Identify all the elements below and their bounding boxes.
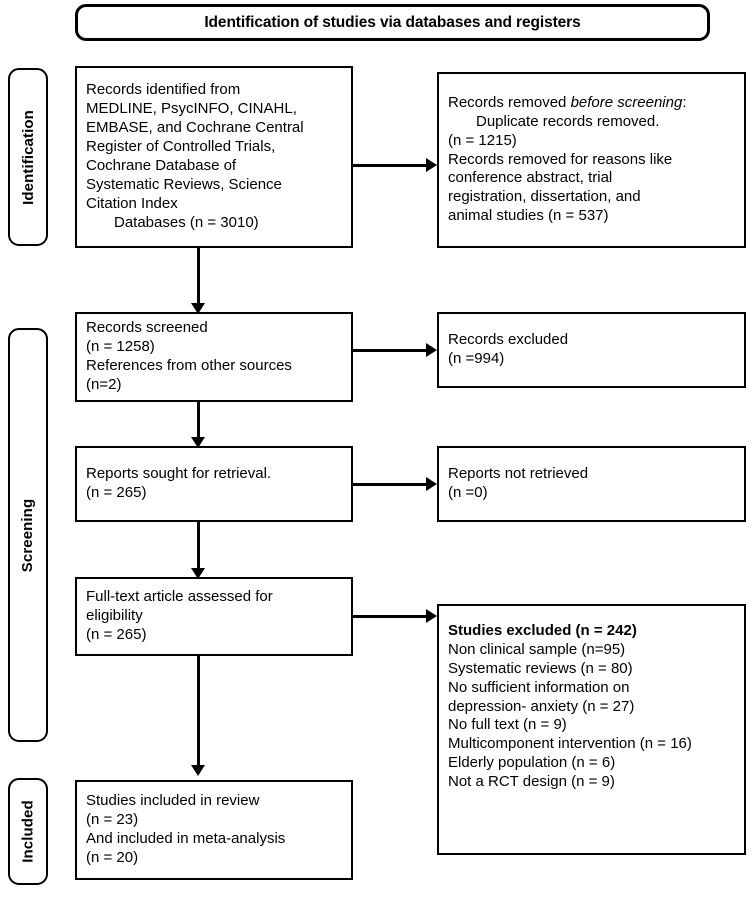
diagram-header-title: Identification of studies via databases … — [204, 13, 581, 31]
diagram-header-banner: Identification of studies via databases … — [75, 4, 710, 41]
arrowhead-sought-to-fulltext — [191, 568, 205, 579]
reports-sought-line-1: Reports sought for retrieval. — [86, 465, 272, 483]
box-reports-sought-for-retrieval: Reports sought for retrieval. (n = 265) — [75, 446, 353, 522]
connector-screened-to-excluded — [353, 349, 426, 352]
arrowhead-identified-to-screened — [191, 303, 205, 314]
arrowhead-fulltext-to-studies-excluded — [426, 609, 437, 623]
records-identified-line-6: Systematic Reviews, Science — [86, 175, 282, 193]
studies-excluded-reason-4: depression- anxiety (n = 27) — [448, 697, 635, 715]
arrowhead-screened-to-reports-sought — [191, 437, 205, 448]
reports-sought-count: (n = 265) — [86, 484, 147, 501]
fulltext-assessed-line-1: Full-text article assessed for — [86, 588, 273, 606]
records-removed-heading: Records removed before screening: — [448, 94, 735, 113]
records-removed-heading-italic: before screening — [570, 93, 683, 111]
fulltext-assessed-line-2: eligibility — [86, 607, 143, 625]
box-records-screened: Records screened (n = 1258) References f… — [75, 312, 353, 402]
connector-screened-to-reports-sought — [197, 402, 200, 440]
connector-identified-to-screened — [197, 248, 200, 306]
studies-excluded-heading: Studies excluded (n = 242) — [448, 622, 637, 639]
arrowhead-fulltext-to-included — [191, 765, 205, 776]
phase-label-identification-text: Identification — [19, 109, 37, 205]
phase-label-included: Included — [8, 778, 48, 885]
box-studies-included: Studies included in review (n = 23) And … — [75, 780, 353, 880]
studies-included-meta-line: And included in meta-analysis — [86, 830, 286, 847]
records-identified-line-1: Records identified from — [86, 81, 241, 99]
records-removed-heading-prefix: Records removed — [448, 93, 571, 111]
box-records-removed-before-screening: Records removed before screening: Duplic… — [437, 72, 746, 248]
box-fulltext-assessed-for-eligibility: Full-text article assessed for eligibili… — [75, 577, 353, 656]
records-identified-line-3: EMBASE, and Cochrane Central — [86, 119, 304, 137]
connector-identified-to-removed — [353, 164, 426, 167]
box-records-identified: Records identified from MEDLINE, PsycINF… — [75, 66, 353, 248]
studies-excluded-reason-3: No sufficient information on — [448, 678, 630, 696]
records-excluded-count: (n =994) — [448, 350, 505, 367]
connector-fulltext-to-studies-excluded — [353, 615, 426, 618]
records-removed-reasons-line-4: animal studies (n = 537) — [448, 207, 609, 225]
studies-excluded-reason-8: Not a RCT design (n = 9) — [448, 773, 615, 791]
records-removed-reasons-line-2: conference abstract, trial — [448, 169, 613, 187]
box-studies-excluded: Studies excluded (n = 242) Non clinical … — [437, 604, 746, 855]
phase-label-screening: Screening — [8, 328, 48, 742]
phase-label-included-text: Included — [19, 800, 37, 863]
records-removed-heading-suffix: : — [682, 93, 687, 111]
records-identified-line-7: Citation Index — [86, 194, 178, 212]
phase-label-screening-text: Screening — [19, 498, 37, 572]
connector-fulltext-to-included — [197, 656, 200, 768]
records-excluded-line-1: Records excluded — [448, 331, 569, 349]
studies-included-count: (n = 23) — [86, 811, 139, 829]
studies-excluded-reason-5: No full text (n = 9) — [448, 716, 567, 734]
connector-sought-to-not-retrieved — [353, 483, 426, 486]
studies-excluded-reason-1: Non clinical sample (n=95) — [448, 640, 626, 658]
records-identified-databases-count: Databases (n = 3010) — [114, 213, 259, 231]
studies-included-meta-count: (n = 20) — [86, 848, 139, 866]
records-removed-reasons-line-1: Records removed for reasons like — [448, 150, 673, 168]
records-removed-reasons-line-3: registration, dissertation, and — [448, 188, 641, 206]
phase-label-identification: Identification — [8, 68, 48, 246]
records-screened-other-sources: References from other sources — [86, 357, 292, 374]
records-screened-line-1: Records screened — [86, 319, 208, 337]
arrowhead-screened-to-excluded — [426, 343, 437, 357]
records-identified-line-2: MEDLINE, PsycINFO, CINAHL, — [86, 100, 297, 118]
records-identified-line-4: Register of Controlled Trials, — [86, 138, 276, 156]
records-screened-count: (n = 1258) — [86, 338, 155, 356]
records-removed-duplicates: Duplicate records removed. — [476, 112, 660, 130]
arrowhead-identified-to-removed — [426, 158, 437, 172]
records-removed-duplicates-count: (n = 1215) — [448, 131, 517, 149]
box-records-excluded: Records excluded (n =994) — [437, 312, 746, 388]
fulltext-assessed-count: (n = 265) — [86, 625, 147, 643]
records-screened-other-sources-count: (n=2) — [86, 375, 122, 393]
studies-excluded-reason-2: Systematic reviews (n = 80) — [448, 659, 633, 677]
arrowhead-sought-to-not-retrieved — [426, 477, 437, 491]
studies-excluded-reason-6: Multicomponent intervention (n = 16) — [448, 735, 692, 753]
studies-included-line-1: Studies included in review — [86, 792, 260, 810]
records-identified-line-5: Cochrane Database of — [86, 157, 237, 174]
connector-sought-to-fulltext — [197, 522, 200, 571]
reports-not-retrieved-line-1: Reports not retrieved — [448, 465, 589, 483]
studies-excluded-reason-7: Elderly population (n = 6) — [448, 754, 616, 772]
box-reports-not-retrieved: Reports not retrieved (n =0) — [437, 446, 746, 522]
reports-not-retrieved-count: (n =0) — [448, 484, 488, 501]
